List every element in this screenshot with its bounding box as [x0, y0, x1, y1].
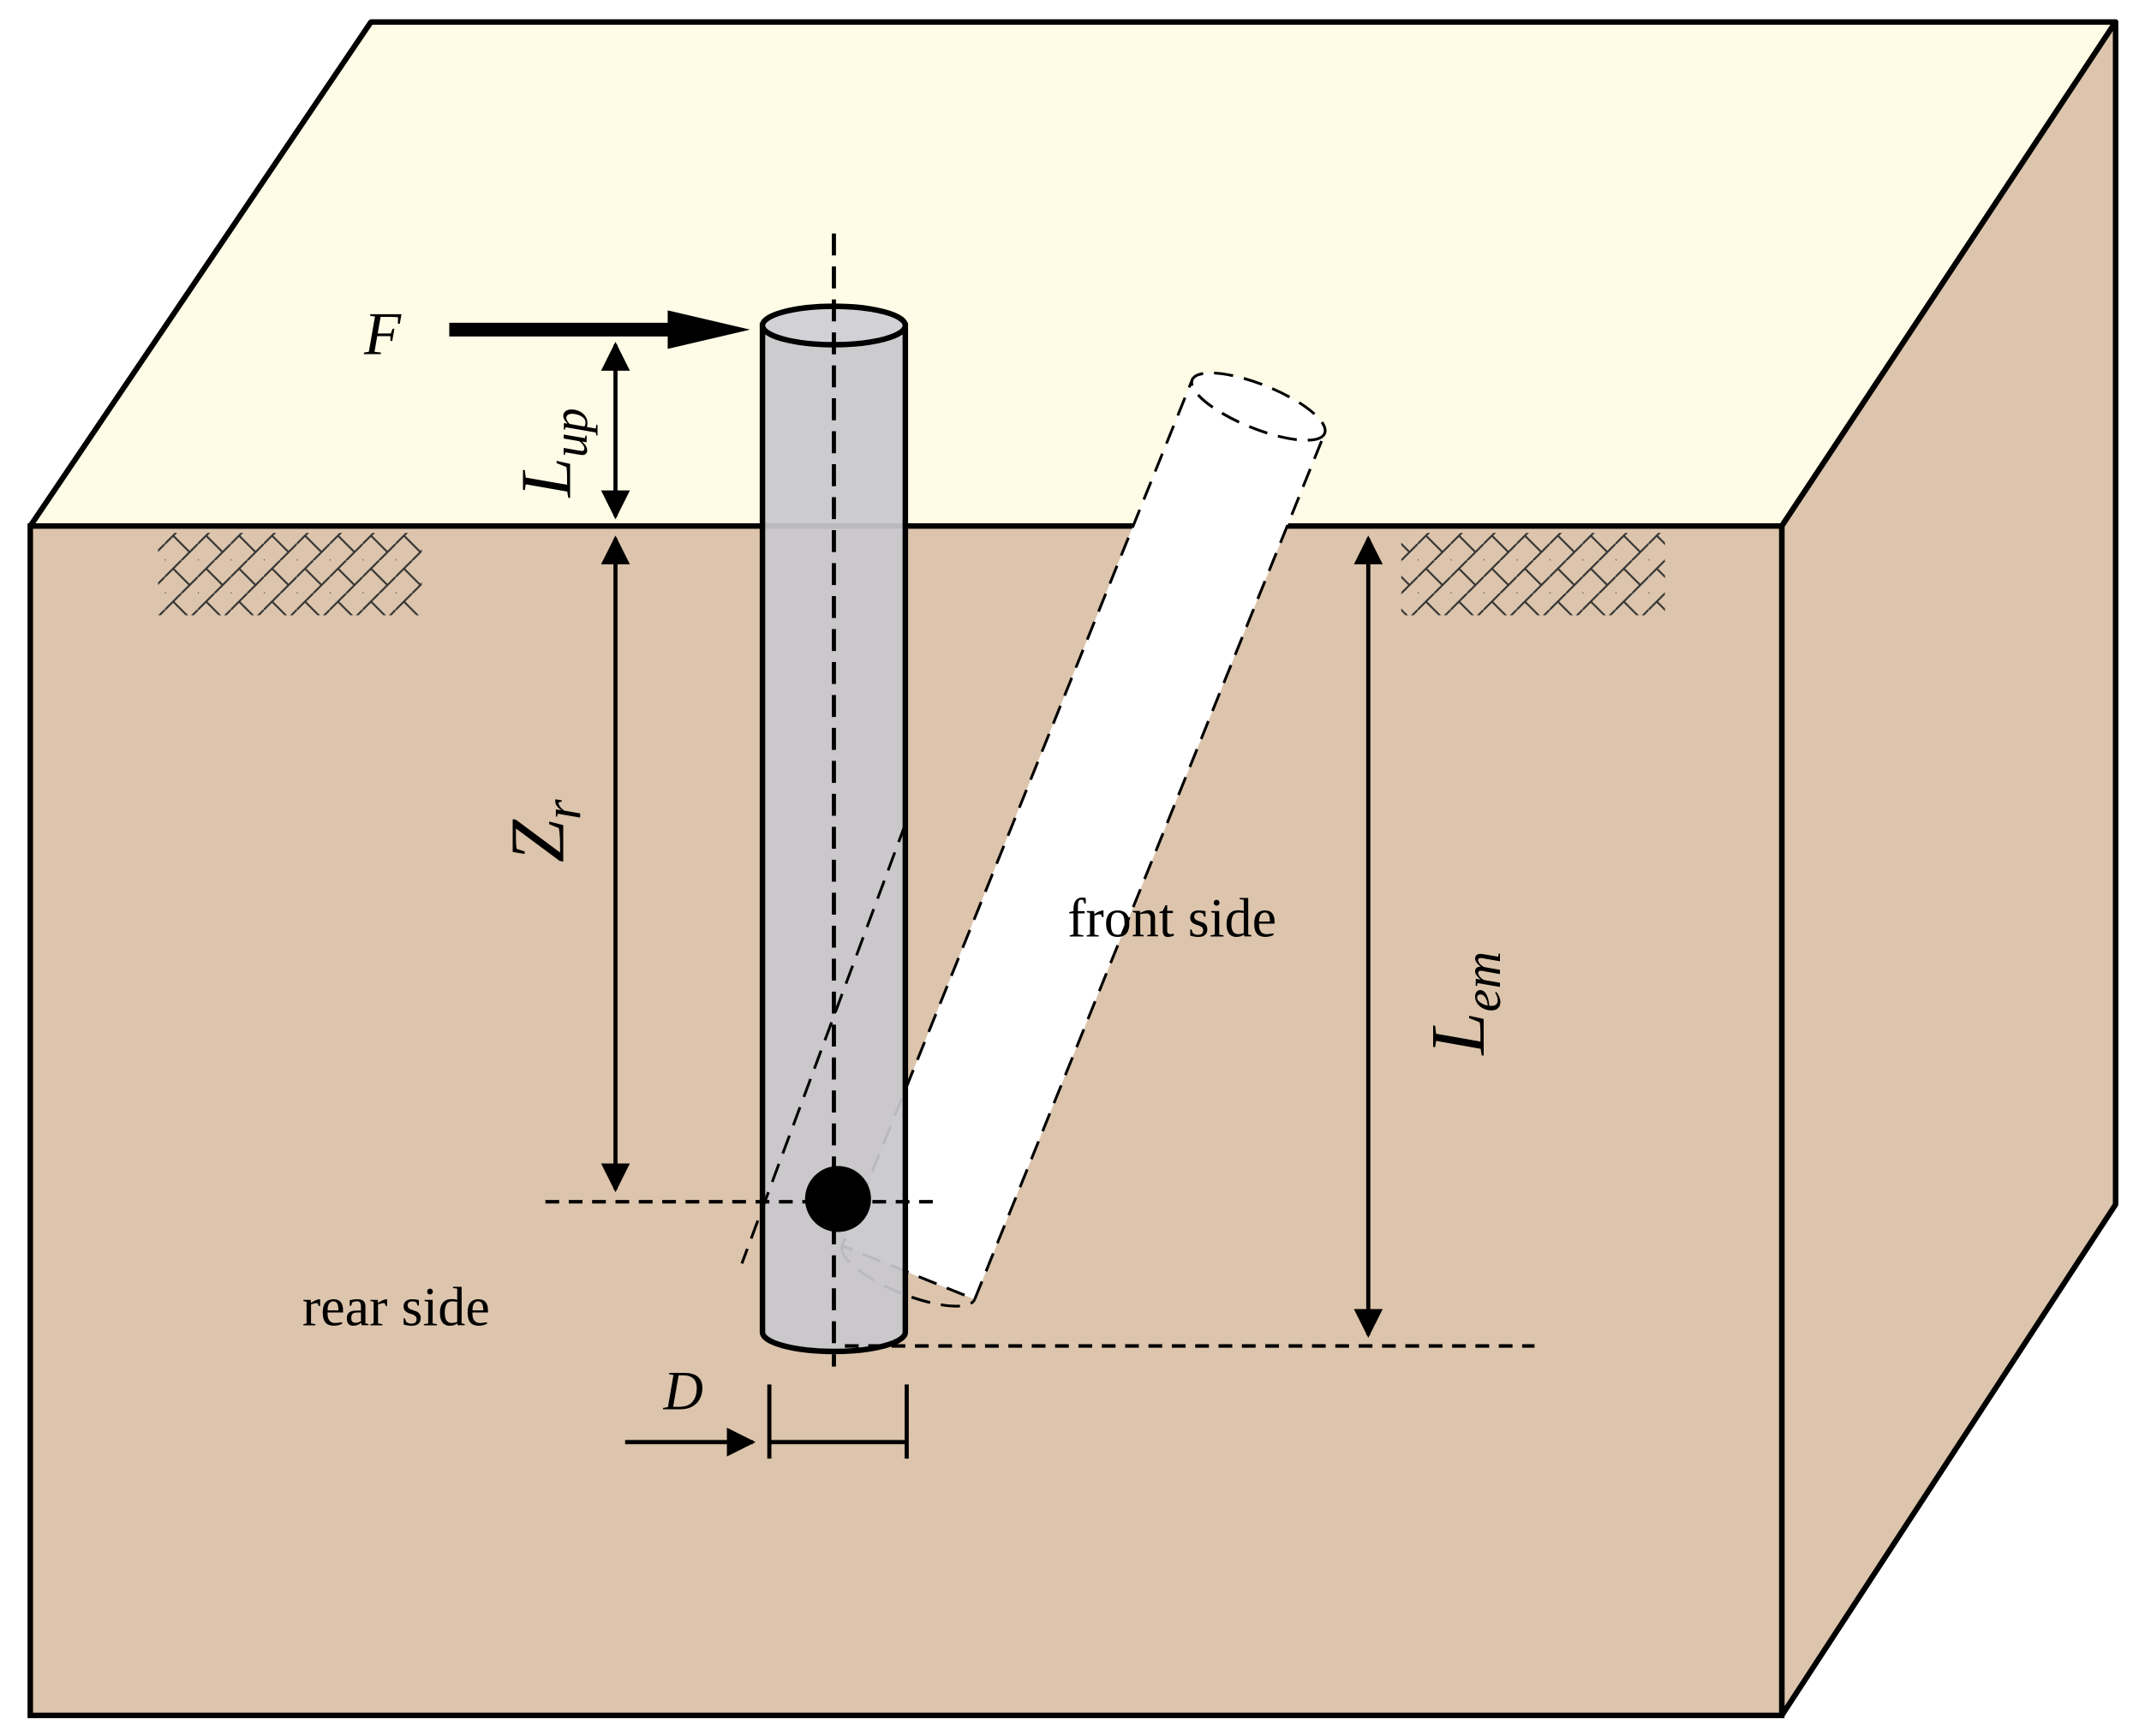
rear-side-label: rear side: [302, 1277, 490, 1338]
l-up-label: Lup: [508, 408, 598, 498]
diameter-label: D: [663, 1360, 703, 1421]
diameter-dimension: [624, 1384, 909, 1459]
ground-hatch-right: [1401, 533, 1665, 616]
force-arrow: [449, 310, 750, 349]
ground-hatch-left: [158, 533, 422, 616]
soil-top-surface: [27, 19, 2118, 529]
displaced-pile-hidden-edge: [740, 823, 907, 1264]
front-side-label: front side: [1067, 888, 1276, 949]
z-r-label: Zr: [496, 799, 592, 862]
force-label: F: [363, 301, 402, 368]
l-em-label: Lem: [1416, 952, 1512, 1057]
rotation-point: [804, 1166, 871, 1232]
